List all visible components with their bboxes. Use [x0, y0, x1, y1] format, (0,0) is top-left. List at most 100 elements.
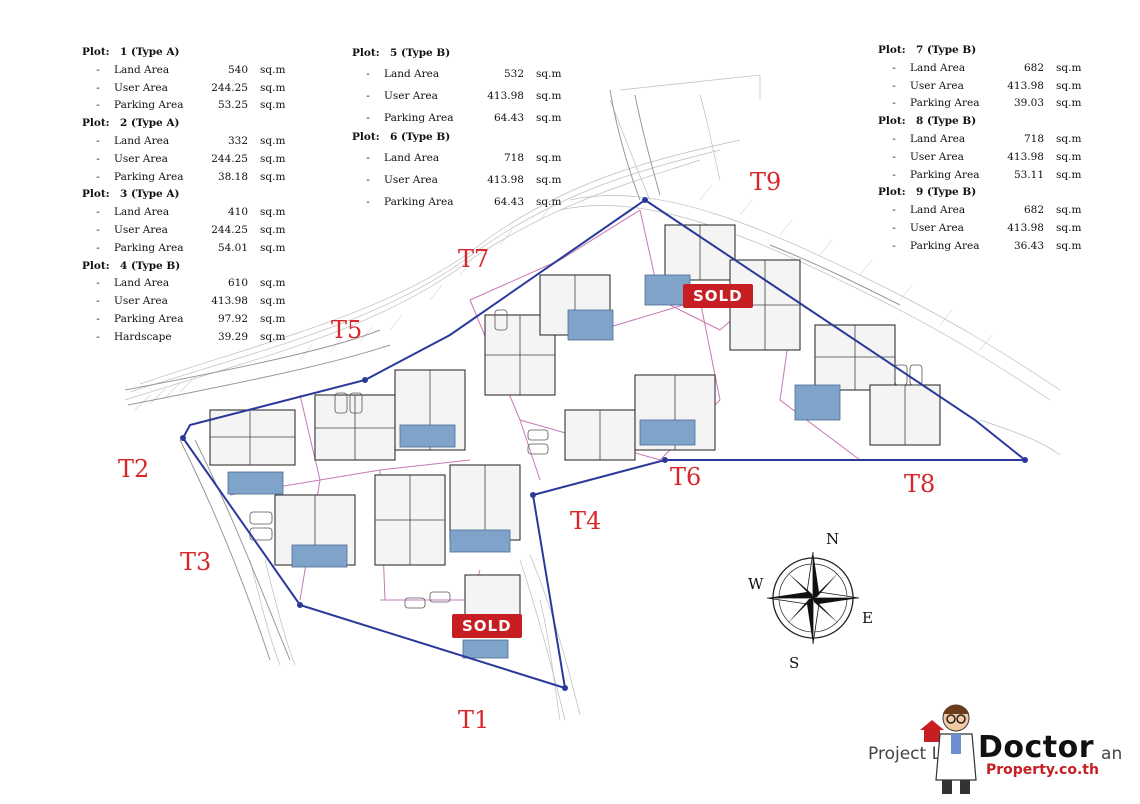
area-name: Hardscape [114, 330, 172, 343]
area-unit: sq.m [260, 63, 286, 76]
logo-doctor-word: Doctor [978, 730, 1095, 765]
area-unit: sq.m [260, 295, 286, 308]
plot-heading: Plot:2 (Type A) [82, 115, 285, 133]
area-unit: sq.m [1056, 61, 1082, 74]
area-unit: sq.m [260, 330, 286, 343]
area-name: User Area [114, 223, 168, 236]
area-name: Land Area [384, 151, 440, 164]
area-value: 718 [1023, 132, 1044, 145]
plot-number-type: 7 (Type B) [916, 44, 977, 56]
row-dash: - [892, 132, 896, 145]
plot-number-type: 6 (Type B) [390, 130, 451, 143]
row-dash: - [96, 81, 100, 94]
compass-south: S [789, 654, 800, 672]
area-value: 244.25 [211, 81, 248, 94]
plot-number-type: 9 (Type B) [916, 186, 977, 199]
plot-number-type: 5 (Type B) [390, 47, 451, 59]
building-interior-lines [210, 225, 906, 565]
area-unit: sq.m [1056, 132, 1082, 145]
plot-label: Plot: [878, 115, 906, 128]
area-unit: sq.m [260, 81, 286, 94]
area-unit: sq.m [536, 151, 562, 164]
area-name: User Area [910, 150, 964, 163]
area-unit: sq.m [260, 312, 286, 325]
area-unit: sq.m [536, 173, 562, 186]
area-name: Parking Area [910, 97, 980, 110]
plot-label: Plot: [82, 117, 110, 130]
parking-cars [249, 309, 923, 609]
row-dash: - [892, 204, 896, 217]
plot-marker-t2: T2 [118, 455, 150, 483]
area-value: 413.98 [487, 89, 524, 102]
area-value: 244.25 [211, 223, 248, 236]
area-unit: sq.m [260, 170, 286, 183]
area-name: User Area [384, 89, 438, 102]
area-value: 718 [503, 151, 524, 164]
area-value: 53.25 [217, 99, 248, 112]
row-dash: - [96, 152, 100, 165]
area-unit: sq.m [1056, 150, 1082, 163]
area-value: 413.98 [1007, 221, 1044, 234]
area-unit: sq.m [260, 99, 286, 112]
area-value: 332 [227, 134, 248, 147]
area-value: 39.29 [217, 330, 248, 343]
row-dash: - [892, 79, 896, 92]
logo-property-word: Property.co.th [986, 762, 1099, 778]
compass-west: W [748, 575, 764, 593]
plot-number-type: 1 (Type A) [120, 46, 180, 58]
plot-marker-t5: T5 [331, 316, 363, 344]
area-name: Parking Area [114, 99, 184, 112]
area-value: 413.98 [1007, 79, 1044, 92]
row-dash: - [96, 241, 100, 254]
plot-label: Plot: [352, 130, 380, 143]
compass-north: N [826, 530, 840, 548]
row-dash: - [96, 99, 100, 112]
area-unit: sq.m [260, 241, 286, 254]
plot-area-row: - Parking Area 53.25 sq.m [82, 97, 285, 115]
project-boundary [181, 198, 1028, 690]
area-name: Parking Area [114, 312, 184, 325]
plot-heading: Plot:1 (Type A) [82, 44, 285, 62]
plot-label: Plot: [352, 47, 380, 59]
area-name: Parking Area [114, 241, 184, 254]
row-dash: - [366, 89, 370, 102]
area-value: 410 [227, 206, 248, 219]
row-dash: - [366, 151, 370, 164]
row-dash: - [366, 195, 370, 208]
plot-label: Plot: [878, 186, 906, 199]
area-unit: sq.m [260, 152, 286, 165]
area-value: 38.18 [217, 170, 248, 183]
area-name: Parking Area [910, 168, 980, 181]
plot-marker-t8: T8 [904, 470, 936, 498]
plot-marker-t7: T7 [458, 245, 490, 273]
area-value: 53.11 [1013, 168, 1044, 181]
area-name: User Area [910, 79, 964, 92]
area-value: 413.98 [1007, 150, 1044, 163]
area-name: Land Area [114, 206, 170, 219]
hatch-lines [134, 184, 993, 411]
row-dash: - [892, 168, 896, 181]
area-name: Land Area [910, 204, 966, 217]
area-unit: sq.m [1056, 168, 1082, 181]
area-unit: sq.m [1056, 204, 1082, 217]
